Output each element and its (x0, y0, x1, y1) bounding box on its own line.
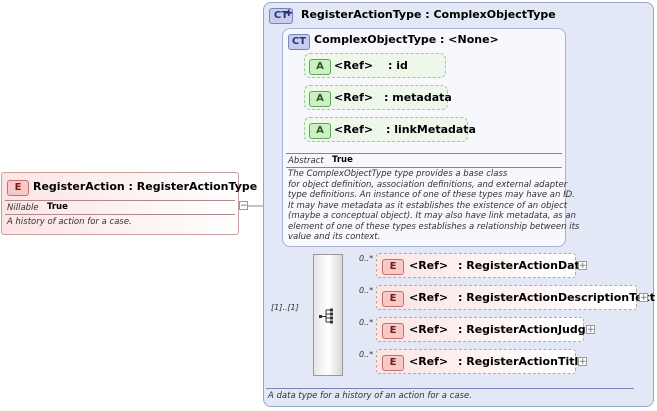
description-line: It may have metadata as it establishes t… (288, 200, 568, 211)
complex-type-badge: CT (269, 8, 293, 24)
element-title: RegisterAction : RegisterActionType (33, 180, 258, 193)
child-multiplicity: 0..* (359, 318, 374, 327)
attribute-ref: <Ref> (334, 59, 374, 72)
outer-type-description: A data type for a history of an action f… (268, 391, 472, 401)
expand-icon[interactable]: + (578, 261, 587, 271)
child-name: : RegisterActionDescriptionText (458, 291, 655, 304)
root-element-box[interactable]: E RegisterAction : RegisterActionType Ni… (1, 172, 257, 235)
inner-type-badge: CT (288, 34, 310, 50)
child-name: : RegisterActionTitle (458, 355, 586, 368)
child-register-action-description-text[interactable]: E <Ref> : RegisterActionDescriptionText (376, 285, 655, 310)
description-line: element of one of these types establishe… (288, 221, 580, 232)
expand-icon[interactable]: + (586, 325, 595, 335)
child-register-action-date[interactable]: E <Ref> : RegisterActionDate (376, 253, 587, 278)
attribute-badge: A (309, 123, 331, 139)
expand-icon[interactable]: + (639, 293, 648, 303)
nillable-label: Nillable (7, 203, 39, 213)
sequence-multiplicity: [1]..[1] (271, 303, 299, 312)
sequence-icon (319, 308, 333, 324)
expand-icon[interactable]: + (578, 357, 587, 367)
child-ref: <Ref> (409, 355, 449, 368)
child-ref: <Ref> (409, 259, 449, 272)
inner-type-title: ComplexObjectType : <None> (314, 33, 499, 46)
attribute-name: : metadata (384, 91, 452, 104)
sequence-box[interactable] (313, 254, 343, 376)
element-sub-divider (5, 214, 235, 215)
abstract-divider (286, 153, 562, 154)
child-multiplicity: 0..* (359, 286, 374, 295)
element-divider (5, 200, 235, 201)
child-ref: <Ref> (409, 323, 449, 336)
attribute-id-box[interactable]: A <Ref> : id (304, 53, 446, 78)
outer-type-title: RegisterActionType : ComplexObjectType (301, 8, 556, 21)
attribute-linkmetadata-box[interactable]: A <Ref> : linkMetadata (304, 117, 476, 142)
abstract-label: Abstract (288, 156, 324, 166)
description-line: for object definition, association defin… (288, 179, 568, 190)
attribute-metadata-box[interactable]: A <Ref> : metadata (304, 85, 452, 110)
collapse-icon[interactable]: − (239, 201, 248, 211)
attribute-badge: A (309, 59, 331, 75)
description-line: (maybe a conceptual object). It may also… (288, 211, 577, 221)
child-register-action-title[interactable]: E <Ref> : RegisterActionTitle (376, 349, 586, 374)
element-badge: E (382, 355, 404, 371)
abstract-value: True (332, 155, 353, 165)
attribute-name: : linkMetadata (386, 123, 476, 136)
child-register-action-judge[interactable]: E <Ref> : RegisterActionJudge (376, 317, 593, 342)
inner-type-description: The ComplexObjectType type provides a ba… (288, 169, 580, 243)
element-badge: E (7, 180, 29, 196)
element-badge: E (382, 291, 404, 307)
child-ref: <Ref> (409, 291, 449, 304)
child-multiplicity: 0..* (359, 350, 374, 359)
attribute-name: : id (388, 59, 408, 72)
description-line: The ComplexObjectType type provides a ba… (288, 169, 508, 179)
element-description: A history of action for a case. (7, 217, 132, 227)
child-multiplicity: 0..* (359, 254, 374, 263)
attribute-badge: A (309, 91, 331, 107)
attribute-ref: <Ref> (334, 91, 374, 104)
description-line: value and its context. (288, 232, 381, 242)
element-badge: E (382, 259, 404, 275)
attribute-ref: <Ref> (334, 123, 374, 136)
abstract-sub-divider (286, 167, 562, 168)
child-name: : RegisterActionJudge (458, 323, 594, 336)
outer-type-divider (266, 388, 634, 389)
description-line: type definitions. An instance of one of … (288, 190, 575, 200)
outer-type-plus-icon: ✚ (285, 9, 293, 19)
element-badge: E (382, 323, 404, 339)
child-name: : RegisterActionDate (458, 259, 588, 272)
nillable-value: True (47, 202, 68, 212)
